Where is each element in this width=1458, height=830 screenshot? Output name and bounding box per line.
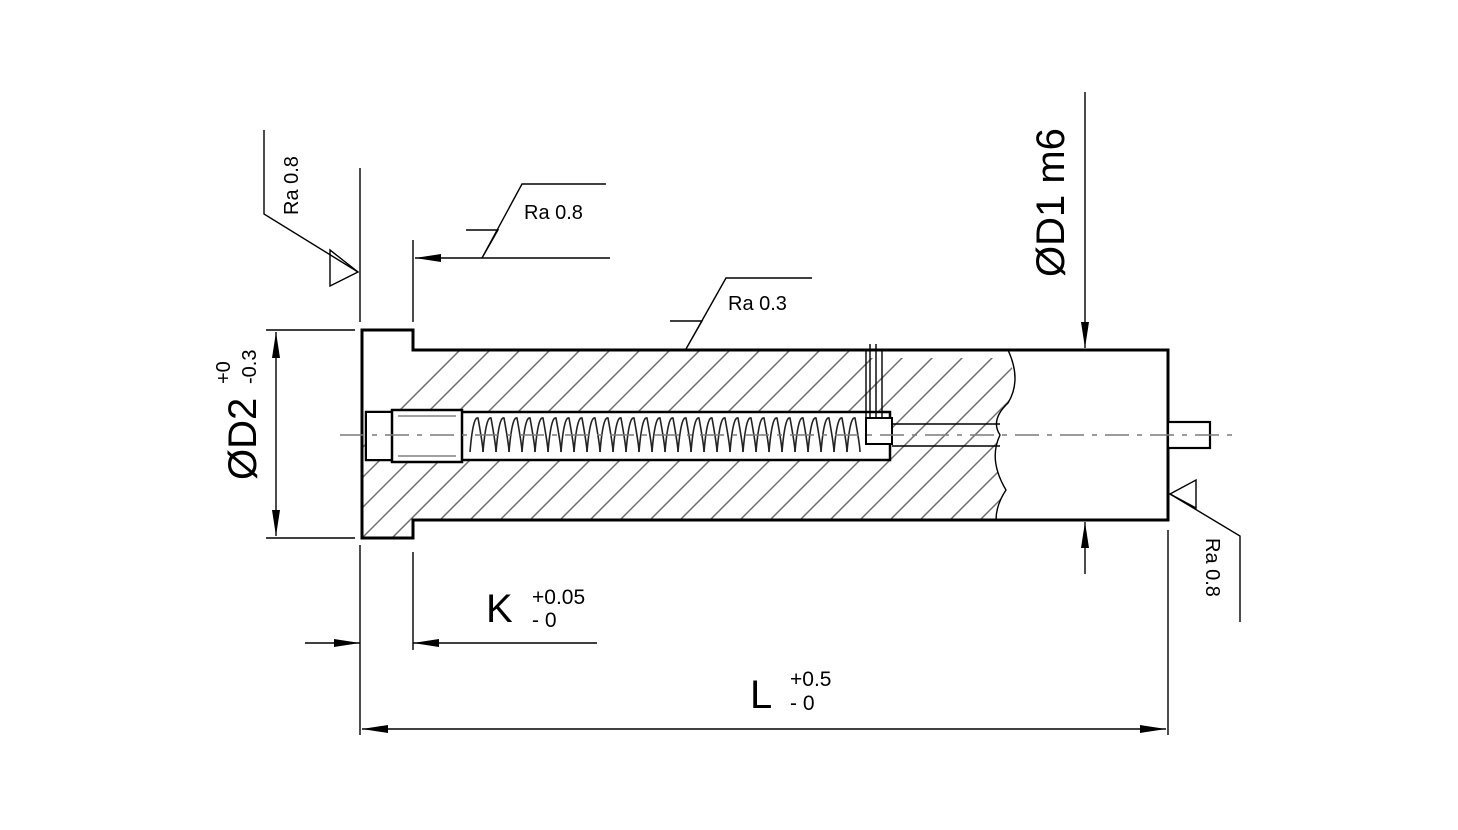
- dim-l-tol-upper: +0.5: [790, 668, 831, 691]
- hatch-line: [1210, 310, 1458, 560]
- surface-finish-end-face: Ra 0.8: [1168, 478, 1241, 622]
- spring-coil: [651, 417, 666, 453]
- spring-coil: [638, 417, 653, 453]
- surface-finish-body: Ra 0.3: [670, 277, 812, 350]
- dimension-k: K +0.05 - 0: [305, 552, 597, 650]
- surface-finish-shoulder: Ra 0.8: [412, 183, 610, 322]
- spring-coil: [560, 417, 575, 453]
- hatch-line: [909, 330, 1014, 538]
- dim-k-label: K: [486, 587, 513, 631]
- spring-coil: [677, 417, 692, 453]
- dim-k-tol-upper: +0.05: [532, 586, 585, 609]
- dimension-l: L +0.5 - 0: [359, 530, 1169, 735]
- dim-d2-label: ØD2: [221, 398, 265, 480]
- ra-shoulder-label: Ra 0.8: [524, 202, 583, 224]
- surface-finish-head-face: Ra 0.8: [263, 130, 361, 322]
- ra-body-label: Ra 0.3: [728, 293, 787, 315]
- dim-l-label: L: [750, 673, 772, 717]
- spring-coil: [547, 417, 562, 453]
- hatch-line: [939, 330, 1014, 538]
- spring-coil: [768, 417, 783, 453]
- ra-head-face-label: Ra 0.8: [281, 156, 303, 215]
- spring-coil: [469, 417, 484, 453]
- dimension-d2: ØD2 +0 -0.3: [213, 329, 355, 539]
- dim-k-tol-lower: - 0: [532, 609, 557, 632]
- dim-d2-tol-lower: -0.3: [239, 350, 261, 384]
- dim-d2-tol-upper: +0: [213, 361, 235, 384]
- hatch-line: [1240, 310, 1458, 560]
- spring-coil: [742, 417, 757, 453]
- ra-end-face-label: Ra 0.8: [1201, 538, 1223, 597]
- spring-coil: [729, 417, 744, 453]
- spring-coil: [781, 417, 796, 453]
- ejector-pin: [865, 344, 1000, 447]
- dim-l-tol-lower: - 0: [790, 692, 815, 715]
- spring-coil: [690, 417, 705, 453]
- dim-d1-label: ØD1 m6: [1029, 128, 1073, 277]
- dimension-d1: ØD1 m6: [1029, 92, 1089, 574]
